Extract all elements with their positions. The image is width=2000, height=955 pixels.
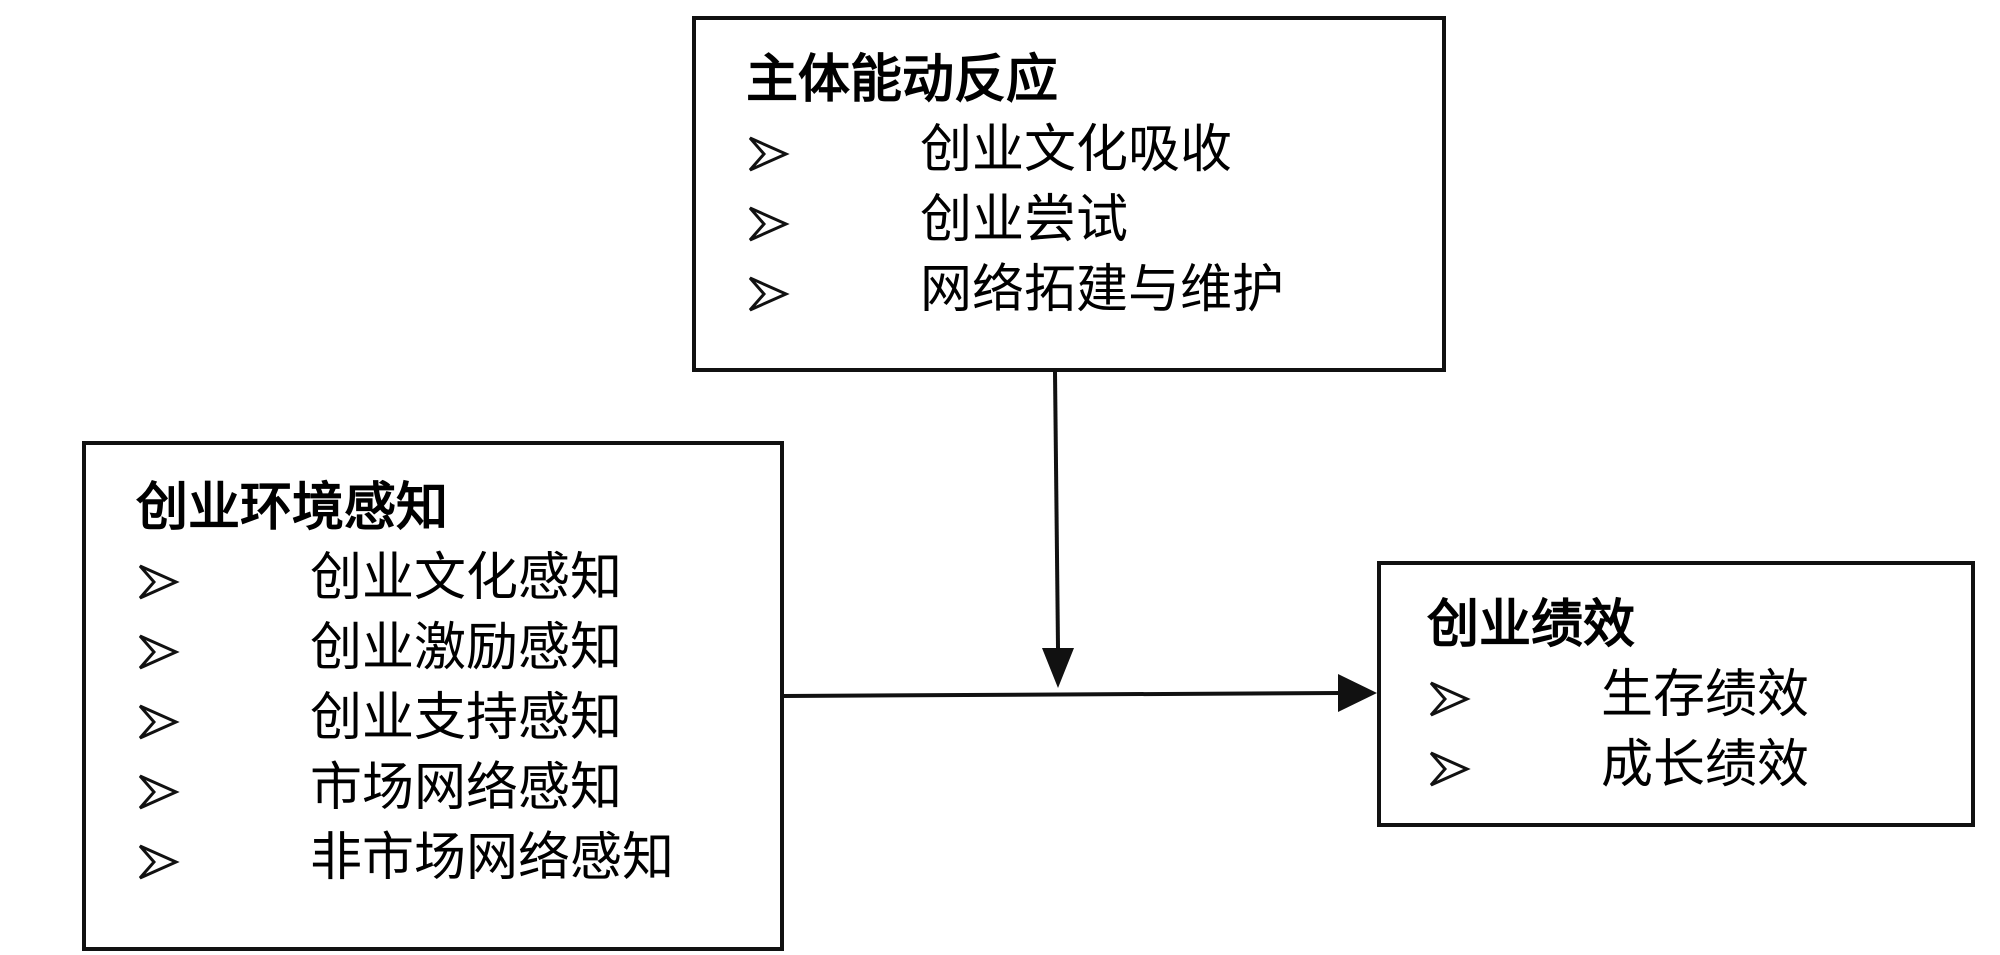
list-item-label: 市场网络感知 xyxy=(310,758,623,818)
box-environment-perception: 创业环境感知 创业文化感知 创业激励感知 创业支持感知 市场网络感知 非市场网络… xyxy=(82,441,784,951)
arrowhead-bullet-icon xyxy=(1429,751,1471,787)
moderation-arrowhead-icon xyxy=(1042,648,1074,688)
box-title: 创业环境感知 xyxy=(136,478,449,538)
arrowhead-bullet-icon xyxy=(748,136,790,172)
main-arrowhead-icon xyxy=(1338,674,1377,712)
list-item-label: 网络拓建与维护 xyxy=(920,260,1285,320)
arrowhead-bullet-icon xyxy=(138,634,180,670)
list-item-label: 创业尝试 xyxy=(920,190,1129,250)
list-item-label: 创业支持感知 xyxy=(310,688,623,748)
arrowhead-bullet-icon xyxy=(748,206,790,242)
arrowhead-bullet-icon xyxy=(748,276,790,312)
arrowhead-bullet-icon xyxy=(138,564,180,600)
list-item-label: 创业文化吸收 xyxy=(920,120,1233,180)
list-item-label: 非市场网络感知 xyxy=(310,828,675,888)
moderation-arrow-line xyxy=(1053,371,1060,649)
list-item-label: 生存绩效 xyxy=(1601,665,1810,725)
list-item-label: 成长绩效 xyxy=(1601,735,1810,795)
arrowhead-bullet-icon xyxy=(138,704,180,740)
box-subject-response: 主体能动反应 创业文化吸收 创业尝试 网络拓建与维护 xyxy=(692,16,1446,372)
box-title: 创业绩效 xyxy=(1427,595,1636,655)
main-arrow-line xyxy=(783,691,1341,698)
arrowhead-bullet-icon xyxy=(138,774,180,810)
list-item-label: 创业激励感知 xyxy=(310,618,623,678)
box-performance: 创业绩效 生存绩效 成长绩效 xyxy=(1377,561,1975,827)
arrowhead-bullet-icon xyxy=(1429,681,1471,717)
list-item-label: 创业文化感知 xyxy=(310,548,623,608)
arrowhead-bullet-icon xyxy=(138,844,180,880)
box-title: 主体能动反应 xyxy=(746,50,1059,110)
